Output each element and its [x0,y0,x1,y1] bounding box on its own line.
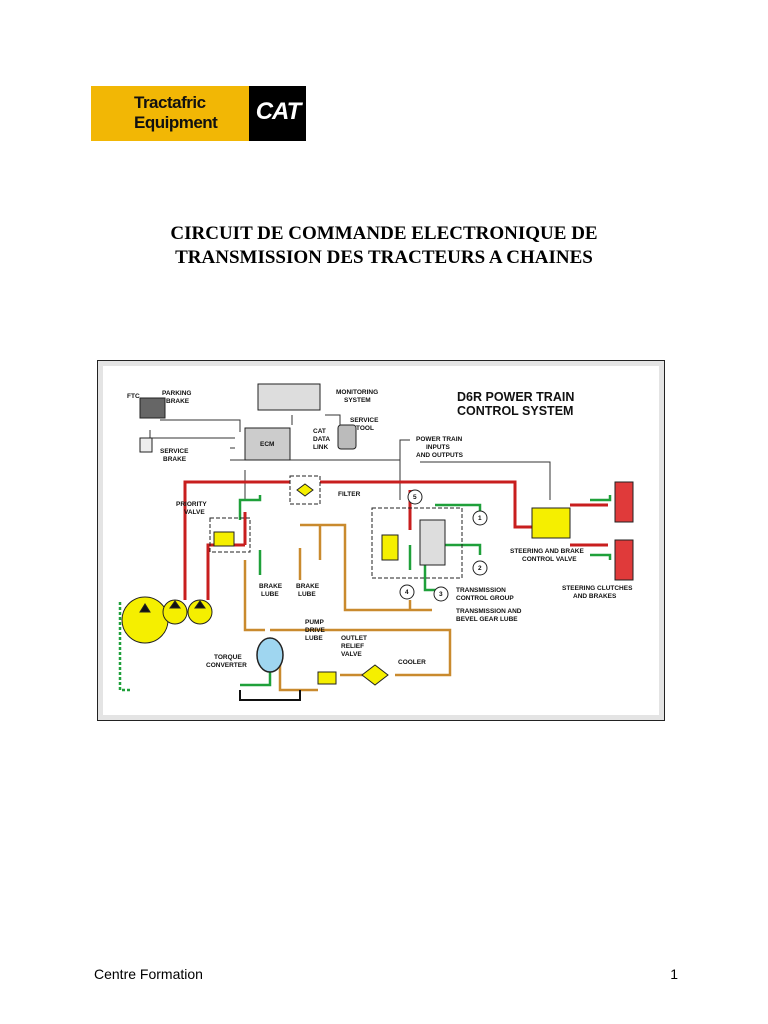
label-service-tool-2: TOOL [356,425,374,432]
label-filter: FILTER [338,491,361,498]
company-name-line2: Equipment [134,113,218,132]
label-service-brake-2: BRAKE [163,456,187,463]
cat-logo-text: CAT [255,98,302,125]
marker-1: 1 [478,515,482,522]
outlet-relief-valve [317,671,337,685]
label-priority-valve-2: VALVE [184,509,205,516]
label-parking-brake-2: BRAKE [166,398,190,405]
label-service-tool-1: SERVICE [350,417,379,424]
diagram-title-line2: CONTROL SYSTEM [457,404,573,418]
company-name-line1: Tractafric [134,93,206,112]
label-torque-converter-2: CONVERTER [206,662,247,669]
label-cat-data-link-3: LINK [313,444,328,451]
label-sbcv-2: CONTROL VALVE [522,556,577,563]
priority-valve [213,531,235,547]
pumps [121,596,213,644]
label-outlet-relief-1: OUTLET [341,635,367,642]
numbered-markers [399,489,488,602]
label-priority-valve-1: PRIORITY [176,501,207,508]
label-tcg-1: TRANSMISSION [456,587,506,594]
label-pump-drive-3: LUBE [305,635,323,642]
company-name: Tractafric Equipment [134,93,218,133]
label-pt-io-2: INPUTS [426,444,451,451]
label-pt-io-1: POWER TRAIN [416,436,463,443]
label-tbgl-1: TRANSMISSION AND [456,608,522,615]
label-sbcv-1: STEERING AND BRAKE [510,548,584,555]
steering-clutches [614,481,634,581]
pressure-lines [183,480,608,600]
control-valve [381,534,399,561]
label-pt-io-3: AND OUTPUTS [416,452,464,459]
label-tbgl-2: BEVEL GEAR LUBE [456,616,518,623]
label-outlet-relief-3: VALVE [341,651,362,658]
marker-3: 3 [439,591,443,598]
label-torque-converter-1: TORQUE [214,654,242,661]
label-scb-1: STEERING CLUTCHES [562,585,633,592]
label-cat-data-link-1: CAT [313,428,326,435]
label-tcg-2: CONTROL GROUP [456,595,514,602]
label-ecm: ECM [260,441,274,448]
torque-converter [256,637,284,673]
lube-lines [243,523,452,692]
label-brake-lube-a-2: LUBE [261,591,279,598]
marker-4: 4 [405,589,409,596]
filter [296,483,314,497]
label-cooler: COOLER [398,659,426,666]
label-brake-lube-b-1: BRAKE [296,583,320,590]
label-scb-2: AND BRAKES [573,593,617,600]
label-ftc: FTC [127,393,140,400]
label-parking-brake-1: PARKING [162,390,192,397]
label-cat-data-link-2: DATA [313,436,330,443]
label-brake-lube-b-2: LUBE [298,591,316,598]
document-title-line2: TRANSMISSION DES TRACTEURS A CHAINES [175,247,593,268]
cat-logo-box [249,86,306,141]
priority-valve-box [209,517,251,553]
label-service-brake-1: SERVICE [160,448,189,455]
ftc-control [139,397,166,419]
label-pump-drive-2: DRIVE [305,627,326,634]
diagram-panel [103,366,659,715]
steering-brake-control-valve [531,507,571,539]
label-pump-drive-1: PUMP [305,619,324,626]
service-tool [337,424,357,450]
monitoring-display [257,383,321,411]
marker-2: 2 [478,565,482,572]
label-outlet-relief-2: RELIEF [341,643,364,650]
document-title-line1: CIRCUIT DE COMMANDE ELECTRONIQUE DE [170,223,598,244]
transmission-control-group-box [371,507,463,579]
sump [239,690,301,701]
solenoid-bank [419,519,446,566]
document-title: CIRCUIT DE COMMANDE ELECTRONIQUE DE TRAN… [90,222,678,270]
footer-left: Centre Formation [94,966,203,982]
label-monitoring-2: SYSTEM [344,397,371,404]
ecm-module [244,427,291,461]
service-brake-pedal [139,437,153,453]
diagram-title-line1: D6R POWER TRAIN [457,390,574,404]
filter-box [289,475,321,505]
page-number: 1 [670,966,678,982]
marker-5: 5 [413,494,417,501]
label-brake-lube-a-1: BRAKE [259,583,283,590]
label-monitoring-1: MONITORING [336,389,378,396]
cooler [361,664,389,686]
